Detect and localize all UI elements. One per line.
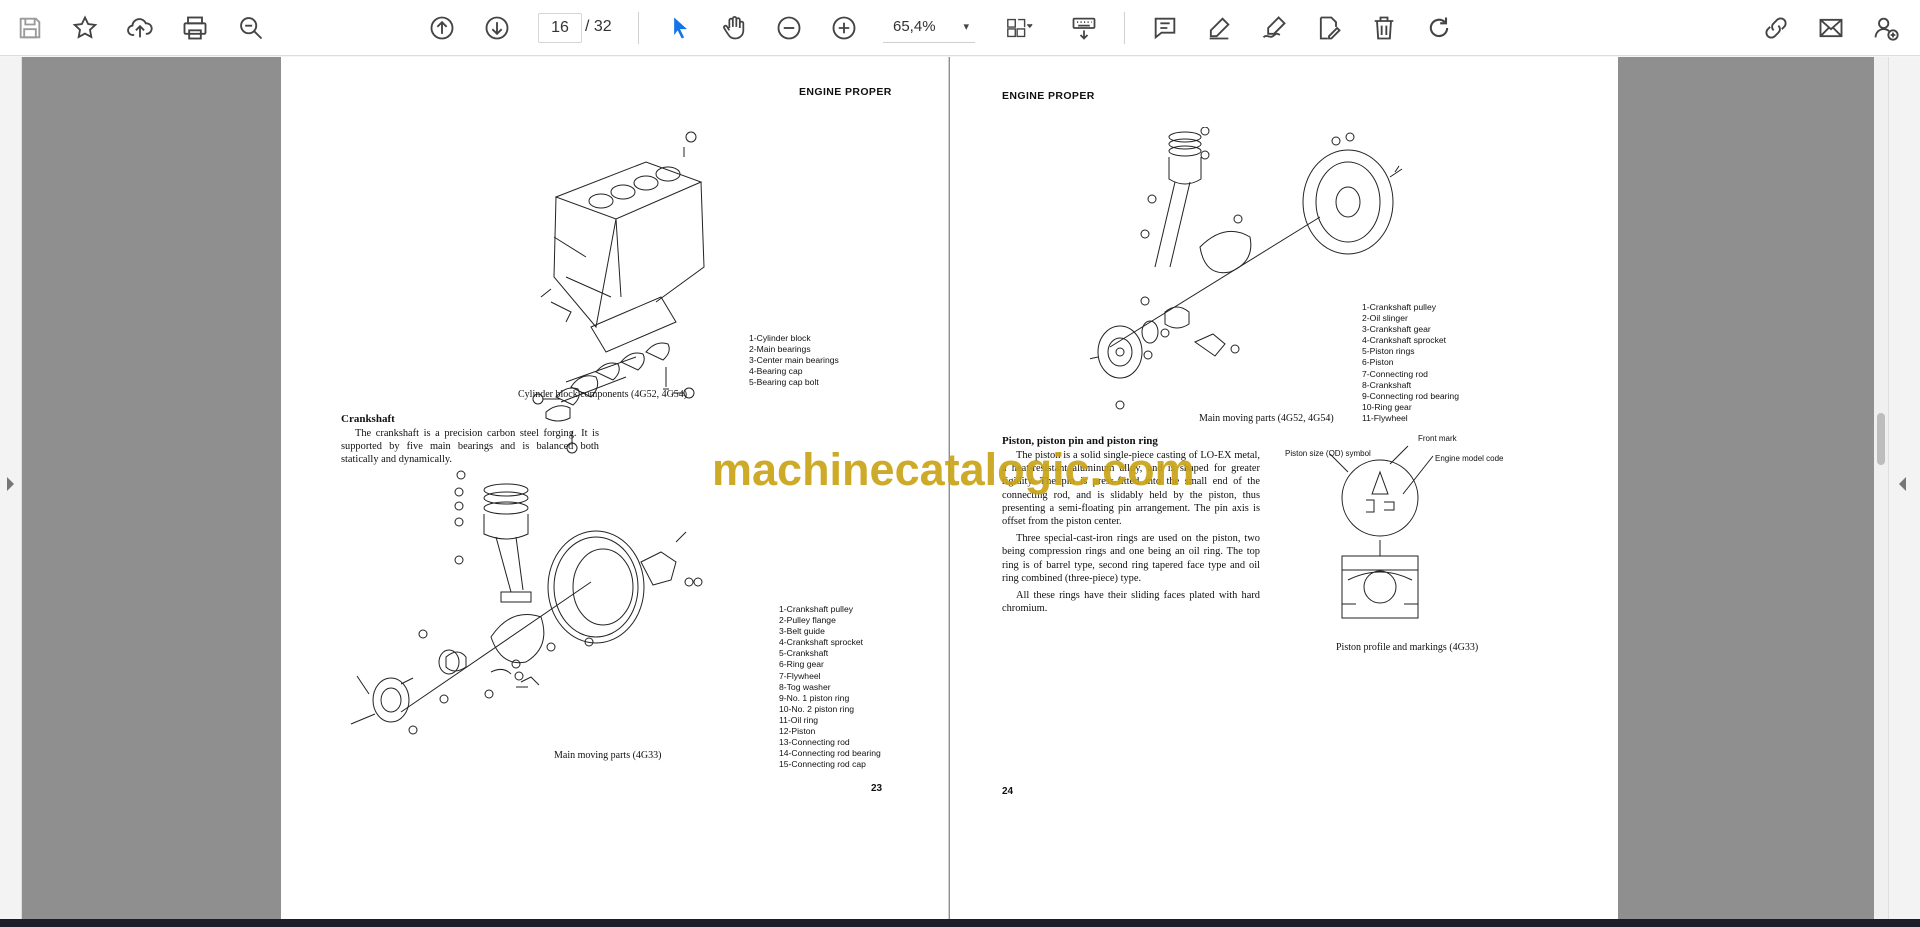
toolbar-separator bbox=[1124, 12, 1125, 44]
legend-item: 7-Connecting rod bbox=[1362, 368, 1428, 379]
running-head: ENGINE PROPER bbox=[1002, 90, 1095, 102]
page-number: 23 bbox=[871, 783, 883, 794]
legend-item: 3-Belt guide bbox=[779, 626, 825, 637]
cylinder-block-illustration bbox=[526, 127, 756, 457]
figure2-caption: Piston profile and markings (4G33) bbox=[1336, 642, 1479, 653]
legend-item: 10-Ring gear bbox=[1362, 401, 1412, 412]
upload-cloud-icon[interactable] bbox=[122, 10, 158, 46]
legend-item: 6-Ring gear bbox=[779, 659, 824, 670]
legend-item: 5-Bearing cap bolt bbox=[749, 377, 819, 388]
label-front-mark: Front mark bbox=[1418, 434, 1457, 443]
legend-item: 13-Connecting rod bbox=[779, 737, 850, 748]
legend-item: 3-Center main bearings bbox=[749, 355, 839, 366]
draw-sign-icon[interactable] bbox=[1256, 10, 1292, 46]
chevron-down-icon: ▾ bbox=[963, 21, 969, 33]
redo-icon[interactable] bbox=[1421, 10, 1457, 46]
section-text: The crankshaft is a precision carbon ste… bbox=[341, 427, 599, 471]
section-heading: Crankshaft bbox=[341, 413, 395, 425]
paragraph: The crankshaft is a precision carbon ste… bbox=[341, 428, 599, 466]
legend-item: 2-Oil slinger bbox=[1362, 313, 1408, 324]
label-piston-size: Piston size (OD) symbol bbox=[1285, 449, 1371, 458]
legend-item: 15-Connecting rod cap bbox=[779, 759, 866, 770]
main-moving-parts-4g33-illustration bbox=[341, 462, 731, 752]
legend-item: 12-Piston bbox=[779, 726, 816, 737]
legend-item: 9-Connecting rod bearing bbox=[1362, 390, 1459, 401]
figure1-caption: Cylinder block components (4G52, 4G54) bbox=[518, 389, 688, 400]
zoom-level-value: 65,4% bbox=[893, 18, 936, 35]
zoom-out-icon[interactable] bbox=[771, 10, 807, 46]
highlight-pen-icon[interactable] bbox=[1201, 10, 1237, 46]
legend-item: 10-No. 2 piston ring bbox=[779, 703, 854, 714]
bookmark-star-icon[interactable] bbox=[67, 10, 103, 46]
email-icon[interactable] bbox=[1813, 10, 1849, 46]
expand-left-icon[interactable] bbox=[7, 477, 14, 491]
expand-right-icon[interactable] bbox=[1899, 477, 1906, 491]
comment-icon[interactable] bbox=[1147, 10, 1183, 46]
toolbar-separator bbox=[638, 12, 639, 44]
previous-page-icon[interactable] bbox=[424, 10, 460, 46]
running-head: ENGINE PROPER bbox=[799, 86, 892, 98]
section-heading: Piston, piston pin and piston ring bbox=[1002, 435, 1158, 447]
legend-item: 3-Crankshaft gear bbox=[1362, 324, 1431, 335]
print-icon[interactable] bbox=[177, 10, 213, 46]
document-viewport[interactable]: ENGINE PROPER bbox=[0, 57, 1920, 919]
legend-item: 4-Crankshaft sprocket bbox=[779, 637, 864, 648]
vertical-scrollbar[interactable] bbox=[1874, 57, 1888, 919]
select-cursor-icon[interactable] bbox=[662, 10, 698, 46]
legend-item: 4-Crankshaft sprocket bbox=[1362, 335, 1447, 346]
zoom-level-select[interactable]: 65,4% ▾ bbox=[883, 13, 975, 43]
share-link-icon[interactable] bbox=[1758, 10, 1794, 46]
watermark-text: machinecatalogic.com bbox=[712, 444, 1195, 495]
label-engine-model: Engine model code bbox=[1435, 454, 1504, 463]
add-user-icon[interactable] bbox=[1868, 10, 1904, 46]
figure1-legend: 1-Cylinder block 2-Main bearings 3-Cente… bbox=[749, 333, 839, 388]
legend-item: 5-Piston rings bbox=[1362, 346, 1415, 357]
legend-item: 9-No. 1 piston ring bbox=[779, 692, 850, 703]
zoom-in-icon[interactable] bbox=[826, 10, 862, 46]
legend-item: 11-Flywheel bbox=[1362, 412, 1408, 423]
legend-item: 1-Cylinder block bbox=[749, 333, 811, 343]
legend-item: 2-Main bearings bbox=[749, 344, 811, 355]
legend-item: 6-Piston bbox=[1362, 357, 1394, 368]
main-moving-parts-4g52-illustration bbox=[1090, 127, 1420, 417]
hand-tool-icon[interactable] bbox=[716, 10, 752, 46]
right-panel-toggle[interactable] bbox=[1888, 57, 1920, 919]
legend-item: 8-Tog washer bbox=[779, 681, 831, 692]
figure1-legend: 1-Crankshaft pulley 2-Oil slinger 3-Cran… bbox=[1362, 302, 1459, 424]
page-number-input[interactable]: 16 bbox=[538, 13, 582, 43]
legend-item: 1-Crankshaft pulley bbox=[779, 604, 854, 614]
piston-markings-illustration bbox=[1328, 442, 1448, 642]
edit-document-icon[interactable] bbox=[1311, 10, 1347, 46]
toolbar: 16 / 32 65,4% ▾ bbox=[0, 0, 1920, 56]
legend-item: 2-Pulley flange bbox=[779, 615, 836, 626]
figure2-legend: 1-Crankshaft pulley 2-Pulley flange 3-Be… bbox=[779, 604, 881, 770]
legend-item: 14-Connecting rod bearing bbox=[779, 748, 881, 759]
page-number: 24 bbox=[1002, 786, 1014, 797]
paragraph: The piston is a solid single-piece casti… bbox=[1002, 450, 1260, 528]
legend-item: 5-Crankshaft bbox=[779, 648, 829, 659]
left-panel-toggle[interactable] bbox=[0, 57, 22, 919]
section-text: The piston is a solid single-piece casti… bbox=[1002, 449, 1260, 619]
page-24: ENGINE PROPER 1-Crankshaft pu bbox=[950, 57, 1618, 919]
figure1-caption: Main moving parts (4G52, 4G54) bbox=[1199, 413, 1334, 424]
paragraph: Three special-cast-iron rings are used o… bbox=[1002, 533, 1260, 584]
page-23: ENGINE PROPER bbox=[281, 57, 949, 919]
page-fit-icon[interactable] bbox=[996, 10, 1042, 46]
taskbar-strip bbox=[0, 919, 1920, 927]
legend-item: 11-Oil ring bbox=[779, 714, 819, 725]
figure2-caption: Main moving parts (4G33) bbox=[554, 750, 662, 761]
page-total: / 32 bbox=[585, 18, 612, 35]
zoom-search-icon[interactable] bbox=[233, 10, 269, 46]
legend-item: 7-Flywheel bbox=[779, 670, 821, 681]
legend-item: 8-Crankshaft bbox=[1362, 379, 1412, 390]
save-icon[interactable] bbox=[12, 10, 48, 46]
legend-item: 4-Bearing cap bbox=[749, 366, 803, 377]
scrollbar-thumb[interactable] bbox=[1877, 413, 1885, 465]
delete-trash-icon[interactable] bbox=[1366, 10, 1402, 46]
paragraph: All these rings have their sliding faces… bbox=[1002, 590, 1260, 615]
keyboard-scroll-icon[interactable] bbox=[1066, 10, 1102, 46]
legend-item: 1-Crankshaft pulley bbox=[1362, 302, 1437, 312]
next-page-icon[interactable] bbox=[479, 10, 515, 46]
